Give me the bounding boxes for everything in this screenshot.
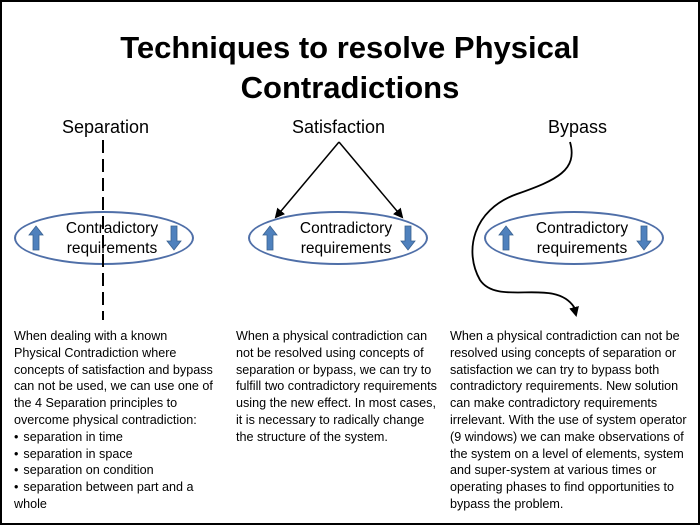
satisfaction-arrow-right <box>338 141 404 219</box>
bullet-item: separation on condition <box>14 462 214 479</box>
arrow-down-icon <box>166 225 182 251</box>
arrow-up-icon <box>28 225 44 251</box>
separation-description: When dealing with a known Physical Contr… <box>14 329 213 427</box>
ellipse-satisfaction: Contradictory requirements <box>248 211 428 265</box>
bypass-curve <box>471 141 579 317</box>
separation-description-block: When dealing with a known Physical Contr… <box>14 328 214 513</box>
arrow-up-icon <box>498 225 514 251</box>
arrow-up-icon <box>262 225 278 251</box>
ellipse-label: Contradictory requirements <box>299 220 393 257</box>
slide-title-line-1: Techniques to resolve Physical <box>120 30 580 65</box>
heading-separation: Separation <box>62 117 150 137</box>
satisfaction-arrow-left <box>274 141 340 219</box>
arrow-down-icon <box>636 225 652 251</box>
bypass-description: When a physical contradiction can not be… <box>450 329 687 511</box>
slide-title-line-2: Contradictions <box>240 70 460 105</box>
separation-bullet-list: separation in time separation in space s… <box>14 429 214 513</box>
ellipse-label: Contradictory requirements <box>535 220 629 257</box>
ellipse-label: Contradictory requirements <box>65 220 159 257</box>
bullet-item: separation in space <box>14 446 214 463</box>
bullet-item: separation in time <box>14 429 214 446</box>
heading-bypass: Bypass <box>548 117 608 137</box>
heading-satisfaction: Satisfaction <box>292 117 386 137</box>
satisfaction-description: When a physical contradiction can not be… <box>236 329 437 444</box>
bullet-item: separation between part and a whole <box>14 479 214 513</box>
ellipse-bypass: Contradictory requirements <box>484 211 664 265</box>
arrow-down-icon <box>400 225 416 251</box>
